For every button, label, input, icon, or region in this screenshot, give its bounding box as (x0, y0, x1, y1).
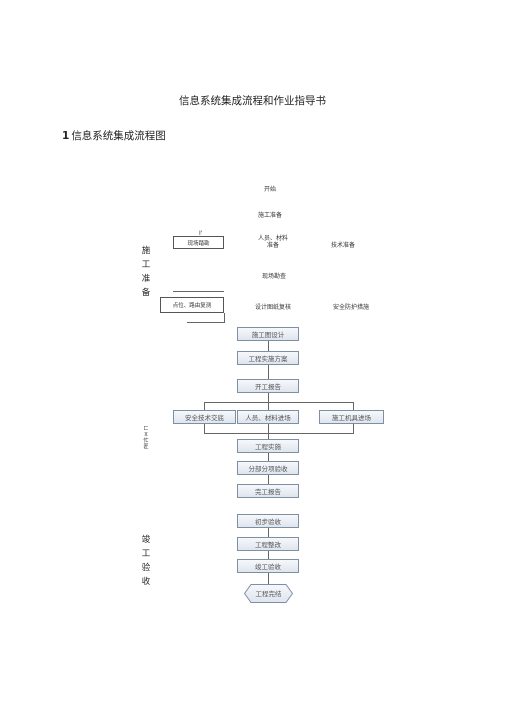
connector-line (204, 402, 354, 403)
flow-site-survey: 现场勘查 (262, 273, 287, 280)
stage-char: 忙 (143, 438, 149, 444)
stage-char: 施 (141, 246, 151, 256)
rule-line (187, 322, 224, 323)
flow-mark: I' (199, 230, 203, 237)
flow-initial-acceptance: 初步验收 (237, 514, 299, 528)
stage-char: 竣 (141, 535, 151, 545)
flow-safety-measure: 安全防护措施 (333, 304, 370, 311)
flow-personnel: 人员、材料准备 (258, 235, 289, 249)
stage-label-preparation: 施 工 准 备 (141, 244, 151, 300)
stage-char: ㅍ (143, 432, 149, 438)
stage-label-implementation: 匚 ㅍ 忙 匠 (141, 426, 151, 450)
flow-project-close: 工程完结 (256, 589, 283, 598)
flow-implementation: 工程实施 (237, 439, 299, 453)
stage-char: 收 (141, 577, 151, 587)
flow-machinery: 施工机具进场 (319, 410, 384, 424)
stage-label-acceptance: 竣 工 验 收 (141, 533, 151, 589)
flow-completion-report: 完工报告 (237, 484, 299, 498)
flow-construction-design: 施工图设计 (237, 327, 299, 341)
connector-line (268, 424, 269, 439)
flow-prep: 施工准备 (258, 212, 283, 219)
connector-line (268, 453, 269, 461)
connector-line (204, 424, 205, 433)
flow-sub-acceptance: 分部分项验收 (237, 461, 299, 475)
flow-end-terminator: 工程完结 (244, 584, 293, 603)
section-number: 1 (62, 130, 70, 142)
connector-line (268, 393, 269, 402)
connector-line (204, 433, 354, 434)
stage-char: 备 (141, 288, 151, 298)
connector-line (268, 341, 269, 351)
connector-line (268, 475, 269, 484)
flow-implementation-plan: 工程实施方案 (237, 351, 299, 365)
flow-tech-prep: 技术准备 (331, 242, 356, 249)
stage-char: 准 (141, 274, 151, 284)
flow-rectification: 工程整改 (237, 537, 299, 551)
connector-line (268, 573, 269, 584)
section-title: 信息系统集成流程图 (71, 130, 166, 142)
connector-line (268, 551, 269, 559)
flow-start-report: 开工报告 (237, 379, 299, 393)
flow-safety-tech: 安全技术交底 (173, 410, 236, 424)
flow-point-route: 点位、路由复测 (160, 297, 224, 313)
flow-start: 开始 (264, 186, 277, 193)
connector-line (353, 402, 354, 410)
stage-char: 工 (141, 260, 151, 270)
flow-design-tech: 设计图纸复核 (255, 304, 292, 311)
stage-char: 匚 (143, 426, 149, 432)
flow-site-build: 现场踏勘 (173, 236, 224, 249)
rule-line (173, 291, 224, 292)
connector-line (268, 402, 269, 410)
flow-final-acceptance: 竣工验收 (237, 559, 299, 573)
stage-char: 匠 (143, 444, 149, 450)
stage-char: 工 (141, 549, 151, 559)
connector-line (353, 424, 354, 433)
document-title: 信息系统集成流程和作业指导书 (179, 95, 326, 107)
connector-line (224, 313, 225, 323)
connector-line (204, 402, 205, 410)
flow-personnel-material: 人员、材料进场 (237, 410, 299, 424)
stage-char: 验 (141, 563, 151, 573)
connector-line (268, 365, 269, 379)
connector-line (268, 528, 269, 537)
